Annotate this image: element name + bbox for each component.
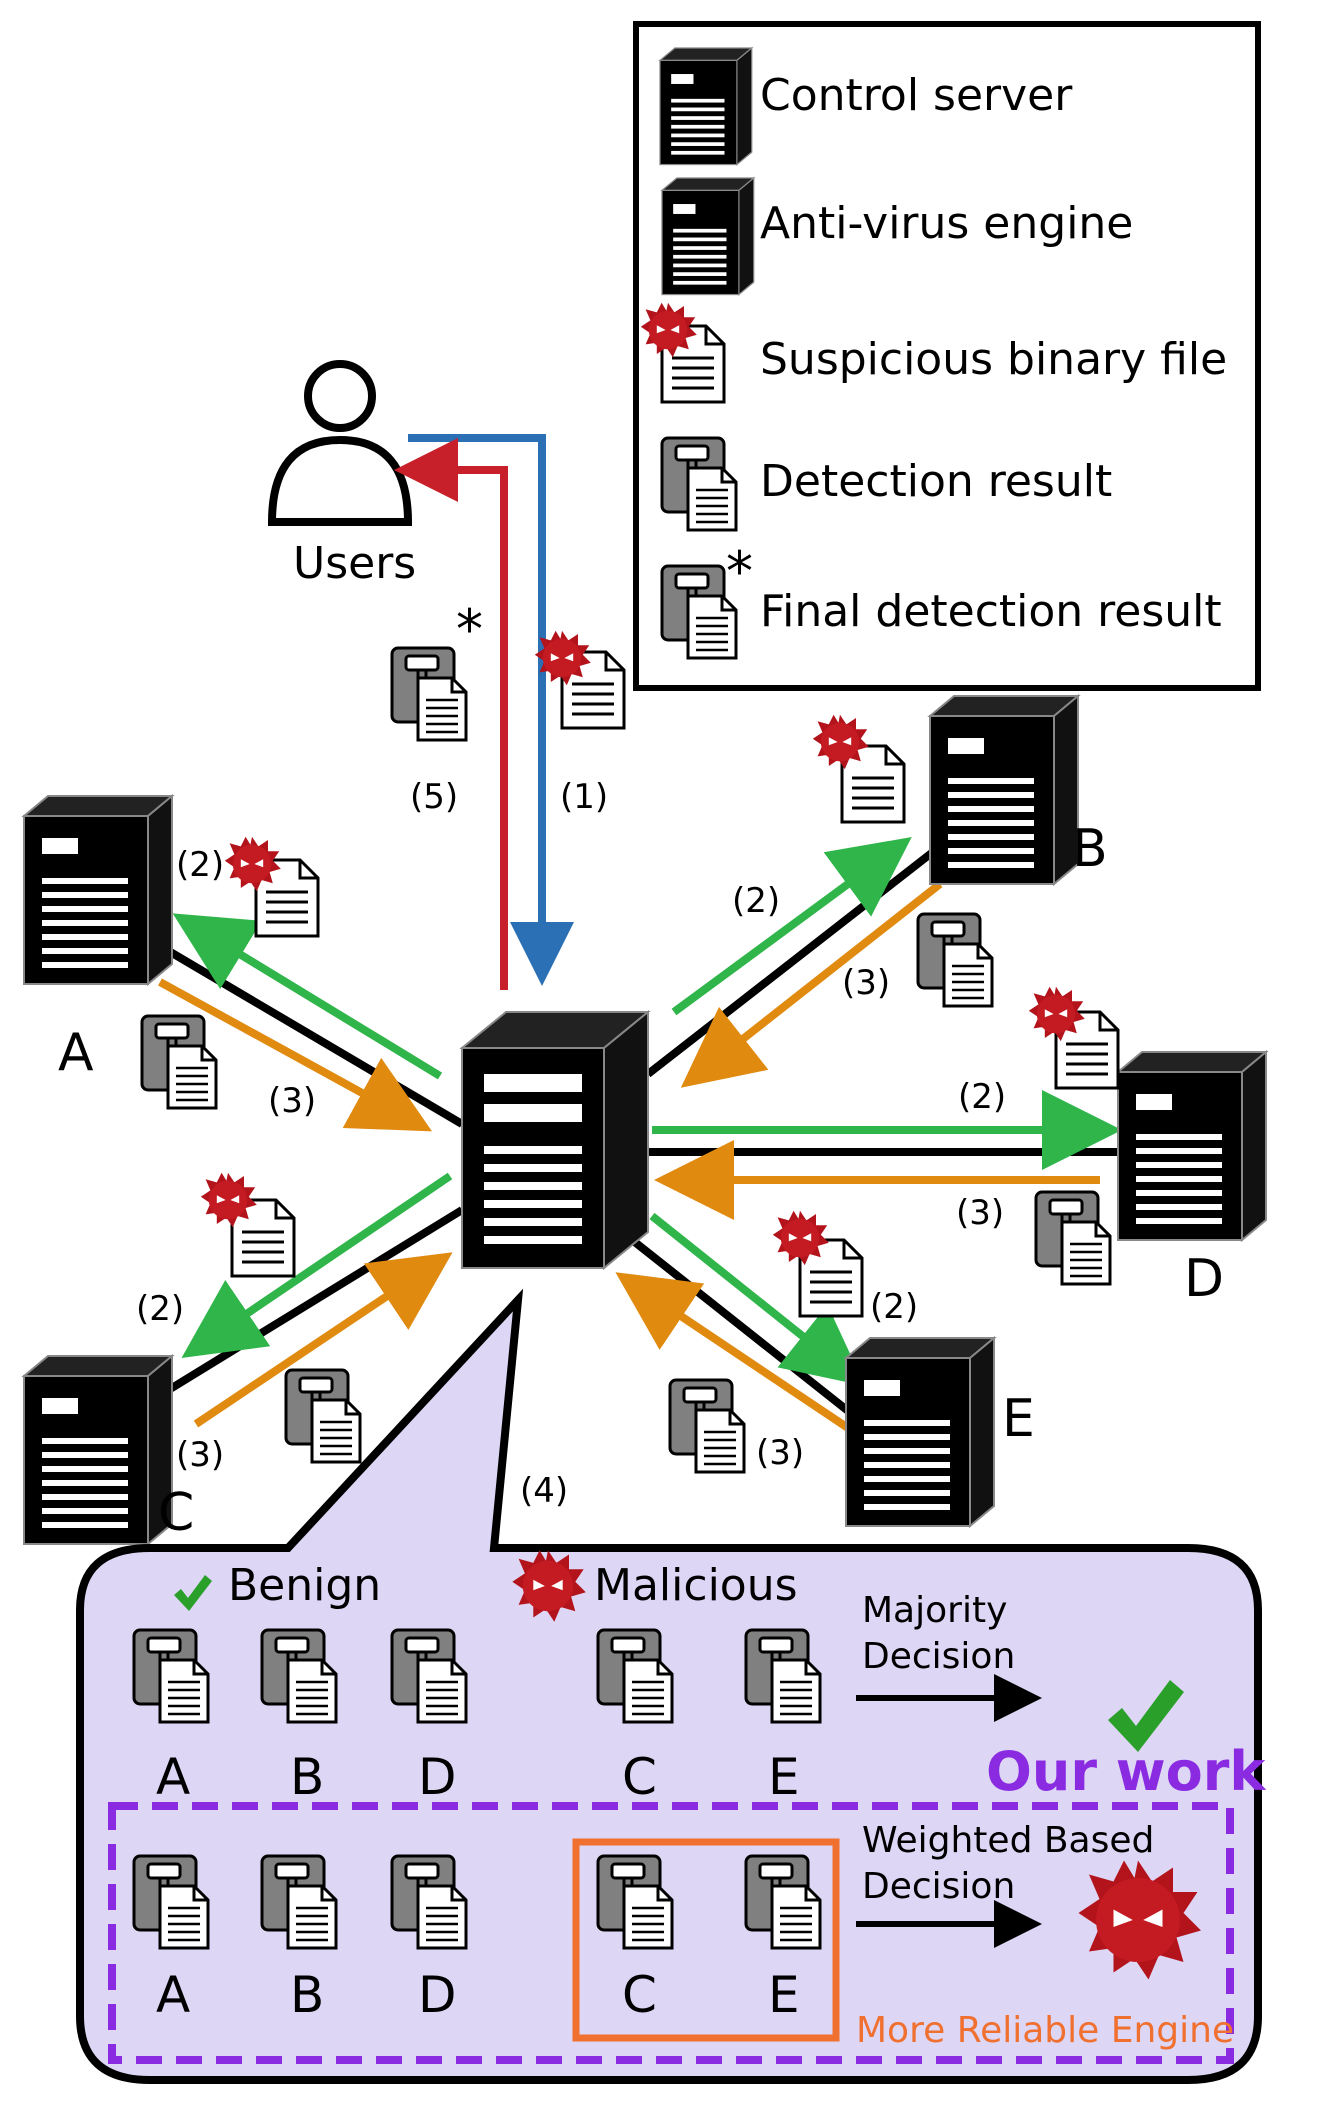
engine-b bbox=[929, 695, 1079, 885]
send-arrows bbox=[172, 837, 1122, 1386]
legend-control-server: Control server bbox=[760, 70, 1073, 121]
engine-c-step-2: (2) bbox=[136, 1289, 184, 1329]
weighted-letter-c: C bbox=[622, 1966, 657, 2024]
result-arrow-e bbox=[615, 1272, 851, 1432]
benign-label: Benign bbox=[228, 1560, 381, 1611]
send-arrow-a bbox=[172, 913, 443, 1080]
uploaded-file-icon bbox=[534, 630, 626, 730]
send-arrow-e bbox=[649, 1212, 866, 1386]
result-arrows bbox=[158, 880, 1100, 1432]
engine-c-step-3: (3) bbox=[176, 1435, 224, 1475]
control-server bbox=[461, 1011, 649, 1269]
users-label: Users bbox=[293, 538, 416, 589]
step-1-label: (1) bbox=[560, 777, 608, 817]
majority-decision-line1: Majority bbox=[862, 1590, 1007, 1631]
engine-c bbox=[23, 1355, 173, 1545]
connection-c bbox=[159, 1206, 465, 1398]
weighted-decision-line1: Weighted Based bbox=[862, 1820, 1154, 1861]
engine-b-step-3: (3) bbox=[842, 963, 890, 1003]
step-5-label: (5) bbox=[410, 777, 458, 817]
result-arrow-b bbox=[680, 880, 943, 1088]
engine-a bbox=[23, 795, 173, 985]
legend-detection-result: Detection result bbox=[760, 456, 1112, 507]
engine-c-file-icon bbox=[200, 1172, 296, 1278]
connection-b bbox=[645, 844, 941, 1078]
engine-a-step-2: (2) bbox=[176, 845, 224, 885]
control-server-legend-icon bbox=[659, 47, 753, 166]
connection-e bbox=[609, 1220, 865, 1426]
engine-c-result-icon bbox=[284, 1368, 362, 1464]
engine-d bbox=[1117, 1051, 1267, 1241]
engine-b-step-2: (2) bbox=[732, 881, 780, 921]
engine-e bbox=[845, 1337, 995, 1527]
majority-letter-e: E bbox=[768, 1748, 800, 1806]
engine-b-file-icon bbox=[812, 714, 906, 824]
more-reliable-engine-label: More Reliable Engine bbox=[856, 2010, 1234, 2051]
engine-a-step-3: (3) bbox=[268, 1081, 316, 1121]
weighted-letter-d: D bbox=[418, 1966, 457, 2024]
user-icon bbox=[304, 360, 376, 432]
majority-letter-b: B bbox=[290, 1748, 324, 1806]
final-result-icon bbox=[390, 646, 468, 742]
weighted-letter-a: A bbox=[156, 1966, 190, 2024]
legend: Control server Anti-virus engine Suspici… bbox=[633, 21, 1261, 691]
malicious-label: Malicious bbox=[594, 1560, 798, 1611]
decision-panel: (4) Benign Malicious A B D C E Majority … bbox=[76, 1288, 1266, 2084]
engine-a-result-icon bbox=[140, 1014, 218, 1110]
users: Users bbox=[267, 360, 416, 589]
engine-c-label: C bbox=[158, 1483, 194, 1543]
engine-d-step-2: (2) bbox=[958, 1077, 1006, 1117]
majority-decision-line2: Decision bbox=[862, 1636, 1015, 1677]
reliable-engines-box bbox=[572, 1838, 840, 2042]
result-arrow-c bbox=[193, 1252, 453, 1428]
weighted-decision-line2: Decision bbox=[862, 1866, 1015, 1907]
engine-b-label: B bbox=[1072, 819, 1108, 879]
weighted-letter-e: E bbox=[768, 1966, 800, 2024]
legend-suspicious-file: Suspicious binary file bbox=[760, 334, 1227, 385]
engine-e-step-2: (2) bbox=[870, 1287, 918, 1327]
engine-d-step-3: (3) bbox=[956, 1193, 1004, 1233]
engine-a-file-icon bbox=[224, 836, 320, 938]
step-4-label: (4) bbox=[520, 1471, 568, 1511]
legend-asterisk: * bbox=[726, 540, 753, 603]
our-work-label: Our work bbox=[986, 1740, 1266, 1803]
send-arrow-c bbox=[181, 1172, 453, 1358]
majority-letter-c: C bbox=[622, 1748, 657, 1806]
engine-e-file-icon bbox=[772, 1210, 864, 1318]
final-result-asterisk: * bbox=[456, 598, 483, 661]
antivirus-engine-legend-icon bbox=[661, 177, 755, 296]
engine-e-label: E bbox=[1002, 1389, 1035, 1449]
engine-a-label: A bbox=[58, 1023, 94, 1083]
majority-letter-d: D bbox=[418, 1748, 457, 1806]
engine-d-result-icon bbox=[1034, 1190, 1112, 1286]
engine-d-label: D bbox=[1184, 1249, 1224, 1309]
engine-e-result-icon bbox=[668, 1378, 746, 1474]
engine-d-file-icon bbox=[1028, 986, 1120, 1090]
weighted-letter-b: B bbox=[290, 1966, 324, 2024]
majority-letter-a: A bbox=[156, 1748, 190, 1806]
legend-antivirus-engine: Anti-virus engine bbox=[760, 198, 1133, 249]
engine-b-result-icon bbox=[916, 912, 994, 1008]
engine-e-step-3: (3) bbox=[756, 1433, 804, 1473]
final-result-arrow bbox=[394, 438, 508, 990]
our-work-box bbox=[108, 1802, 1234, 2064]
send-arrow-b bbox=[671, 837, 912, 1016]
legend-final-detection-result: Final detection result bbox=[760, 586, 1222, 637]
result-arrow-a bbox=[158, 978, 433, 1132]
